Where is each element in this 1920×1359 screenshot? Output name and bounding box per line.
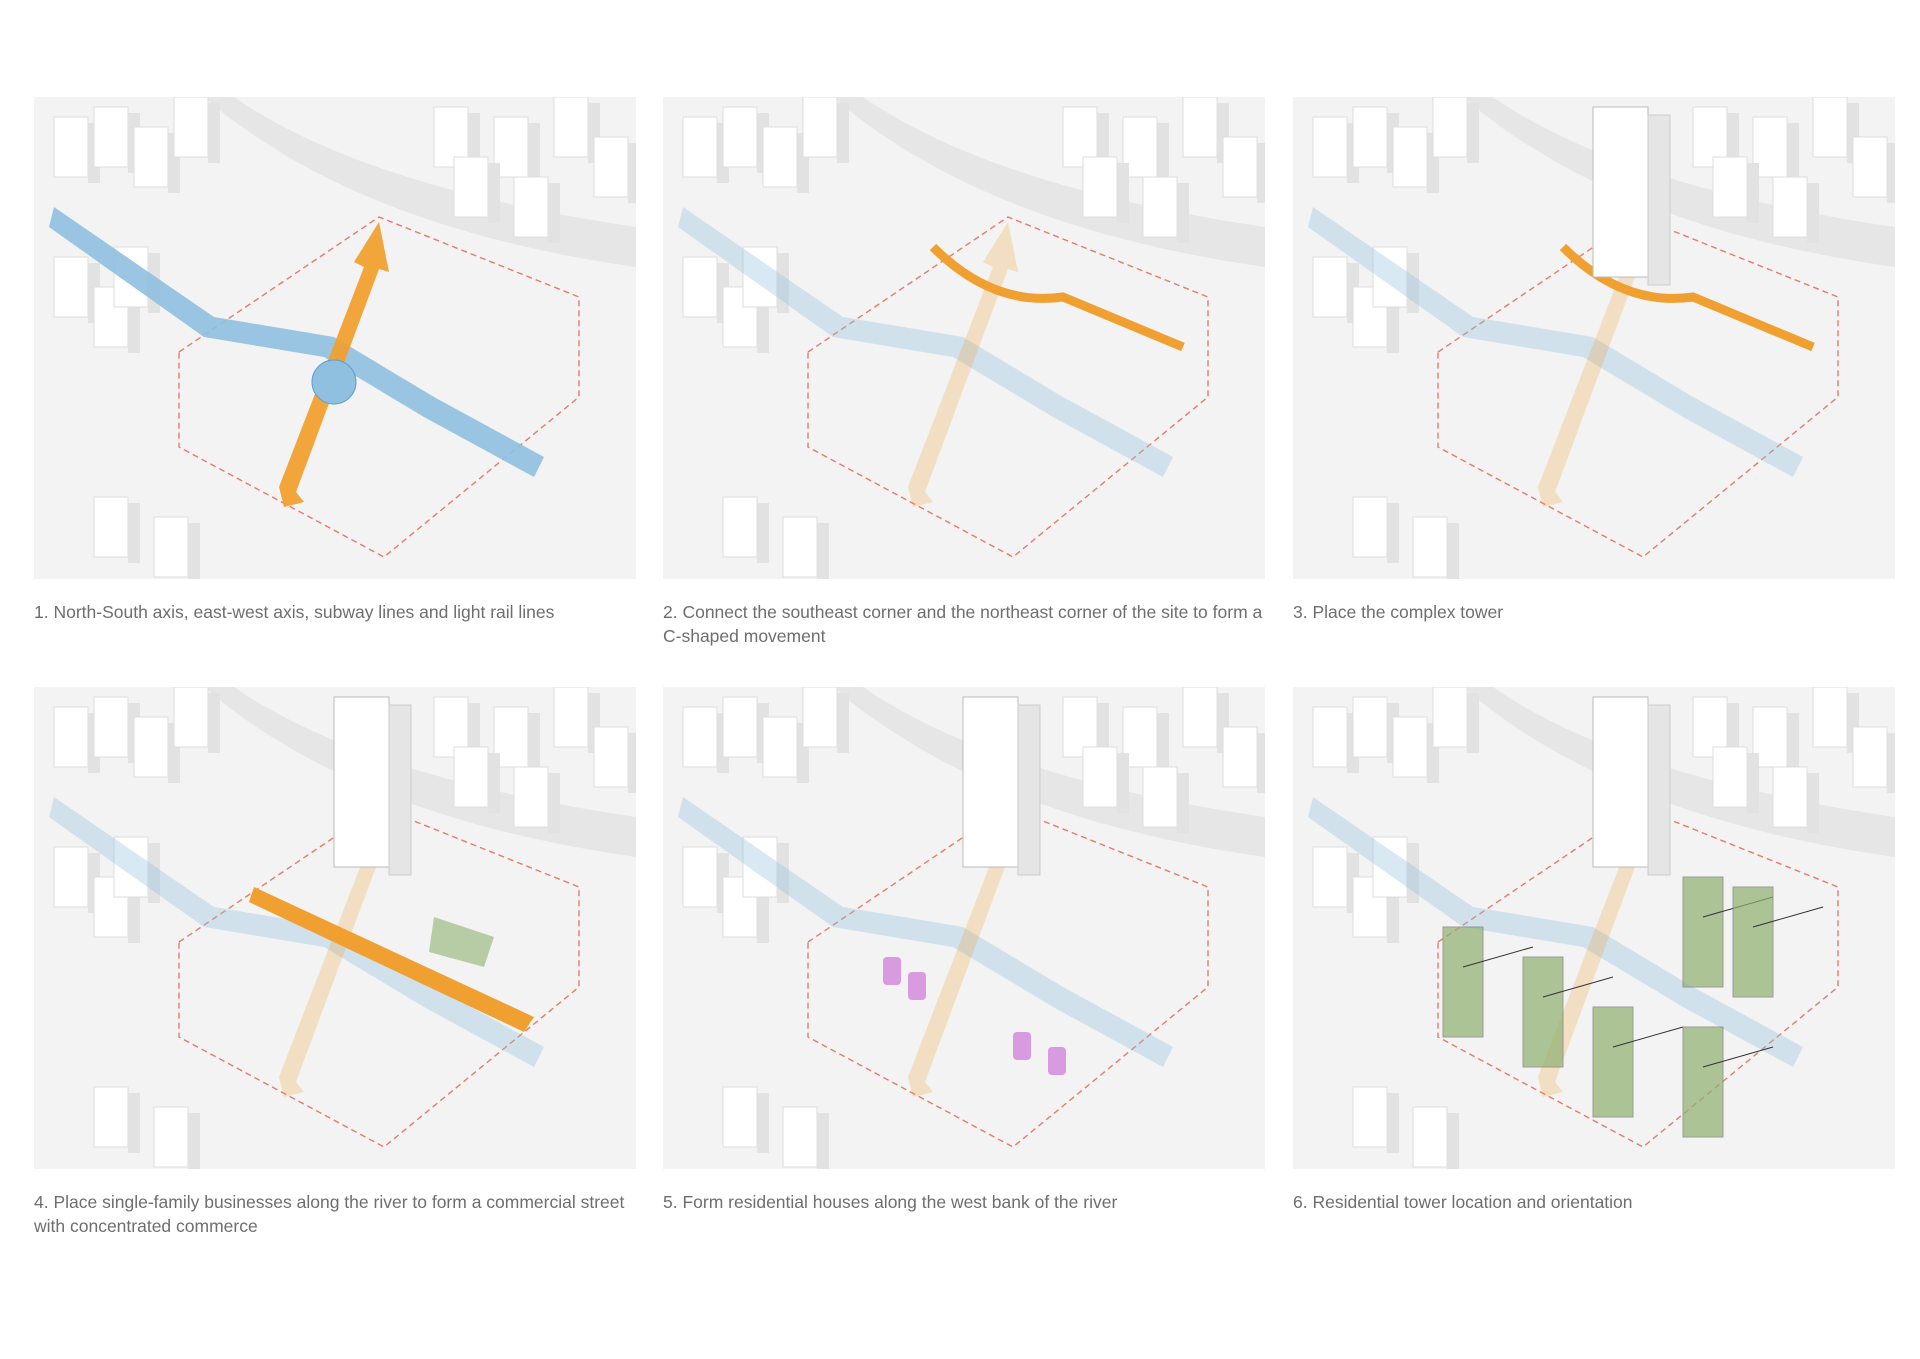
diagram-panel-3 [1293, 97, 1895, 579]
step-caption: 2. Connect the southeast corner and the … [663, 602, 1263, 646]
diagram-panel-6 [1293, 687, 1895, 1169]
step-caption: 5. Form residential houses along the wes… [663, 1192, 1118, 1212]
step-caption: 3. Place the complex tower [1293, 602, 1504, 622]
axonometric-site-model [1308, 97, 1895, 579]
axonometric-site-model [49, 687, 636, 1169]
axonometric-site-model [678, 687, 1265, 1169]
diagram-panel-4 [34, 687, 636, 1169]
step-caption: 4. Place single-family businesses along … [34, 1192, 625, 1236]
diagram-panel-2 [663, 97, 1265, 579]
step-caption: 1. North-South axis, east-west axis, sub… [34, 602, 555, 622]
step-caption: 6. Residential tower location and orient… [1293, 1192, 1633, 1212]
axonometric-site-model [1308, 687, 1895, 1169]
axonometric-site-model [678, 97, 1265, 579]
axonometric-site-model [49, 97, 636, 579]
diagram-panel-5 [663, 687, 1265, 1169]
diagram-panel-1 [34, 97, 636, 579]
